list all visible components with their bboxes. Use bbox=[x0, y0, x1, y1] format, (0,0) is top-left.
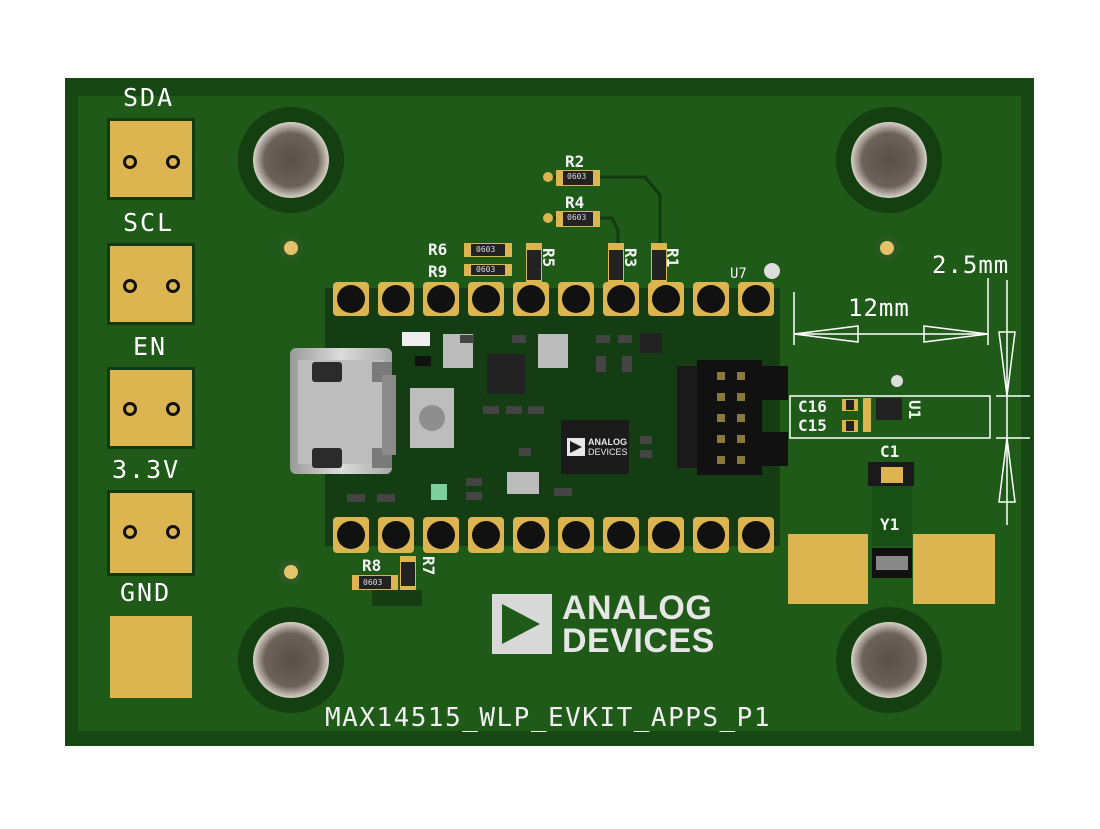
designator-r1: R1 bbox=[663, 248, 682, 268]
module-components bbox=[347, 332, 662, 502]
designator-u1: U1 bbox=[905, 400, 924, 420]
resistor-marking-r8: 0603 bbox=[363, 578, 383, 587]
designator-c16: C16 bbox=[798, 397, 827, 416]
chip-logo-line1: ANALOG bbox=[588, 437, 627, 447]
designator-r9: R9 bbox=[428, 262, 448, 281]
designator-y1: Y1 bbox=[880, 515, 900, 534]
usb-connector-icon bbox=[290, 348, 396, 474]
designator-r4: R4 bbox=[565, 193, 585, 212]
resistor-r7-r8 bbox=[352, 556, 422, 606]
chip-analog-devices-logo-icon bbox=[567, 438, 585, 456]
analog-devices-logo-icon bbox=[492, 594, 552, 654]
pad-label-3v3: 3.3V bbox=[112, 455, 181, 484]
resistor-row bbox=[464, 243, 667, 287]
designator-u7: U7 bbox=[730, 266, 747, 282]
designator-c15: C15 bbox=[798, 416, 827, 435]
designator-r8: R8 bbox=[362, 556, 382, 575]
pad-label-scl: SCL bbox=[123, 208, 175, 237]
pad-label-gnd: GND bbox=[120, 578, 172, 607]
left-connector-pads bbox=[107, 118, 195, 698]
designator-r2: R2 bbox=[565, 152, 585, 171]
resistor-r2-r4 bbox=[543, 170, 600, 227]
pin-header-icon bbox=[333, 282, 774, 553]
designator-r5: R5 bbox=[539, 248, 558, 268]
pad-label-sda: SDA bbox=[123, 83, 175, 112]
mounting-hole-icon bbox=[238, 107, 942, 713]
designator-r3: R3 bbox=[621, 248, 640, 268]
logo-line2: DEVICES bbox=[562, 622, 715, 660]
designator-r7: R7 bbox=[419, 556, 438, 576]
sensor-region bbox=[788, 395, 995, 604]
chip-logo-line2: DEVICES bbox=[588, 447, 628, 457]
dimension-height-label: 2.5mm bbox=[932, 251, 1010, 279]
dimension-width-label: 12mm bbox=[848, 294, 910, 322]
swd-header bbox=[677, 360, 788, 475]
fiducials bbox=[279, 236, 903, 584]
resistor-marking-r4: 0603 bbox=[567, 213, 587, 222]
resistor-marking-r9: 0603 bbox=[476, 265, 496, 274]
designator-r6: R6 bbox=[428, 240, 448, 259]
designator-c1: C1 bbox=[880, 442, 900, 461]
resistor-marking-r2: 0603 bbox=[567, 172, 587, 181]
logo-line1: ANALOG bbox=[562, 589, 713, 627]
dimension-lines bbox=[793, 278, 1030, 525]
resistor-marking-r6: 0603 bbox=[476, 245, 496, 254]
board-name-label: MAX14515_WLP_EVKIT_APPS_P1 bbox=[325, 703, 771, 733]
pad-label-en: EN bbox=[133, 332, 168, 361]
